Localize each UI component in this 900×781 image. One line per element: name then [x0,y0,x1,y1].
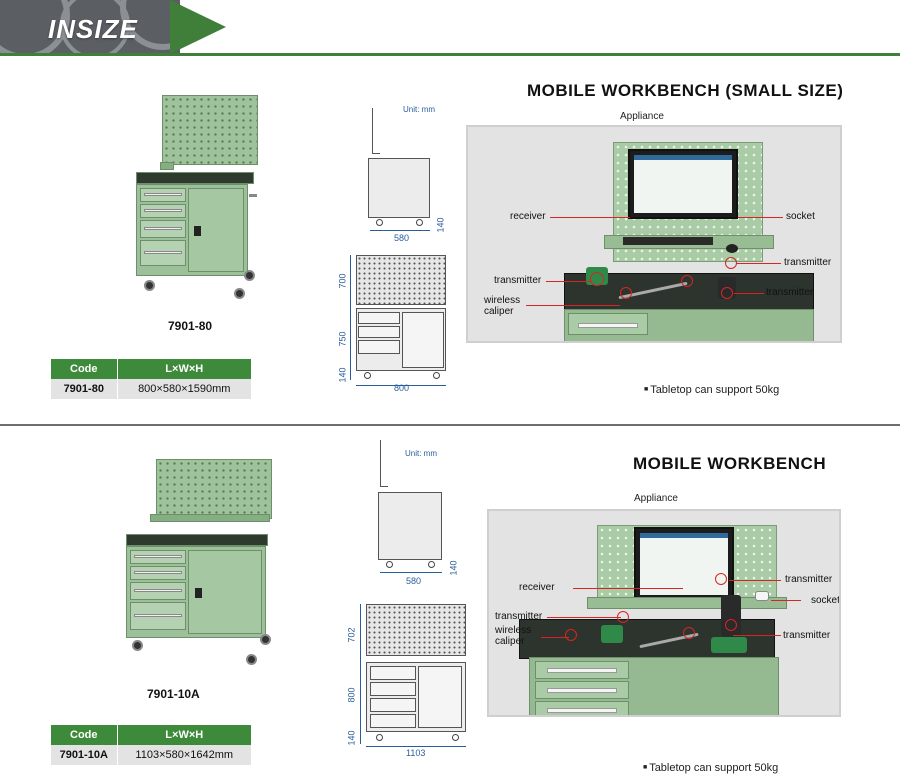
callout-transmitter-top: transmitter [785,574,833,585]
dimension-drawing-7901-10A: Unit: mm 580 140 702 800 140 1103 [340,440,480,760]
side-wheel-height-dim: 140 [448,560,459,576]
callout-receiver: receiver [519,582,555,593]
callout-transmitter-top: transmitter [784,257,832,268]
front-wheel-height-dim: 140 [337,367,348,383]
spec-dimension-value: 1103×580×1642mm [116,745,251,765]
section-title: MOBILE WORKBENCH [633,454,827,473]
callout-socket: socket [786,211,815,222]
spec-table-7901-10A: Code L×W×H 7901-10A 1103×580×1642mm [51,725,251,765]
banner-underline [0,53,900,56]
side-view-box [378,492,442,560]
spec-header-code: Code [51,725,117,745]
side-wheel-height-dim: 140 [435,217,446,233]
front-board-height-dim: 702 [346,627,357,643]
dimension-drawing-7901-80: Unit: mm 580 140 700 750 140 800 [330,100,465,400]
appliance-photo-7901-10A: receiver transmitter socket transmitter … [487,509,841,717]
load-capacity-note: Tabletop can support 50kg [643,762,778,774]
callout-wireless-caliper: wireless caliper [484,295,521,317]
product-image-7901-80 [130,92,270,302]
spec-header-dimensions: L×W×H [116,359,251,379]
front-width-dim: 800 [394,383,410,393]
spec-code-value: 7901-10A [51,745,117,765]
model-number-label: 7901-10A [147,687,200,701]
model-number-label: 7901-80 [168,319,213,333]
side-width-dim: 580 [406,576,422,586]
header-banner: INSIZE [0,0,900,56]
spec-table-7901-80: Code L×W×H 7901-80 800×580×1590mm [51,359,251,399]
spec-header-dimensions: L×W×H [116,725,251,745]
spec-header-code: Code [51,359,117,379]
section-title: MOBILE WORKBENCH (SMALL SIZE) [527,81,844,100]
callout-transmitter-left: transmitter [495,611,543,622]
front-pegboard [366,604,466,656]
banner-arrow-shape [170,0,226,54]
appliance-photo-7901-80: receiver socket transmitter transmitter … [466,125,842,343]
callout-socket: socket [811,595,840,606]
front-pegboard [356,255,446,305]
callout-transmitter-right: transmitter [766,287,814,298]
appliance-label: Appliance [634,493,678,504]
side-width-dim: 580 [394,233,410,243]
callout-transmitter-right: transmitter [783,630,831,641]
spec-dimension-value: 800×580×1590mm [116,379,251,399]
spec-code-value: 7901-80 [51,379,117,399]
callout-wireless-caliper: wireless caliper [495,625,532,647]
callout-receiver: receiver [510,211,546,222]
unit-label: Unit: mm [403,105,435,114]
gear-background-image [0,0,180,54]
product-image-7901-10A [120,456,280,671]
callout-transmitter-left: transmitter [494,275,542,286]
unit-label: Unit: mm [405,449,437,458]
section-divider [0,424,900,426]
load-capacity-note: Tabletop can support 50kg [644,384,779,396]
front-wheel-height-dim: 140 [346,730,357,746]
front-board-height-dim: 700 [337,273,348,289]
front-width-dim: 1103 [406,748,426,758]
side-view-box [368,158,430,218]
front-body-height-dim: 800 [346,687,357,703]
insize-logo: INSIZE [48,14,138,44]
front-body-height-dim: 750 [337,331,348,347]
appliance-label: Appliance [620,111,664,122]
